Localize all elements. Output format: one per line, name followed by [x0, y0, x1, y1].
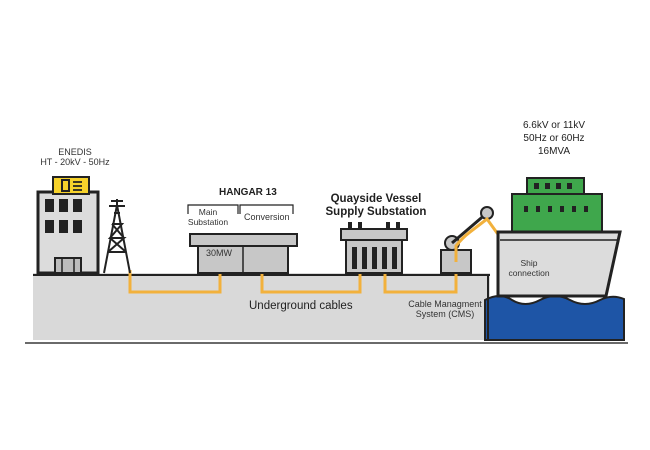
water [484, 295, 625, 341]
transmission-tower [103, 199, 131, 274]
quayside-substation [340, 222, 408, 274]
enedis-supply: HT - 20kV - 50Hz [40, 157, 110, 168]
hangar-13-brackets [187, 204, 294, 214]
underground-cable-grid-to-hangar [128, 262, 222, 294]
main-substation-label: Main Substation [187, 207, 229, 227]
underground-cable-hangar-to-quayside [260, 262, 362, 294]
conversion-label: Conversion [244, 212, 290, 222]
cms-label: Cable Managment System (CMS) [408, 299, 482, 320]
hangar-power-label: 30MW [206, 248, 233, 258]
ship-connection-label: Ship connection [508, 258, 550, 278]
hangar-13-title: HANGAR 13 [219, 187, 277, 198]
hangar-13-building [189, 233, 298, 274]
enedis-building [36, 190, 100, 275]
enedis-label: ENEDIS HT - 20kV - 50Hz [30, 147, 120, 168]
enedis-logo-sign [52, 176, 90, 195]
enedis-name: ENEDIS [58, 147, 92, 157]
ship-connection-cable [454, 216, 512, 262]
ground [33, 273, 490, 340]
cable-management-system [440, 206, 494, 274]
underground-cables-label: Underground cables [249, 300, 353, 312]
quayside-substation-title: Quayside Vessel Supply Substation [325, 193, 427, 219]
ship-spec-label: 6.6kV or 11kV 50Hz or 60Hz 16MVA [522, 120, 586, 157]
ship [496, 177, 622, 298]
underground-cable-quayside-to-cms [383, 260, 458, 294]
